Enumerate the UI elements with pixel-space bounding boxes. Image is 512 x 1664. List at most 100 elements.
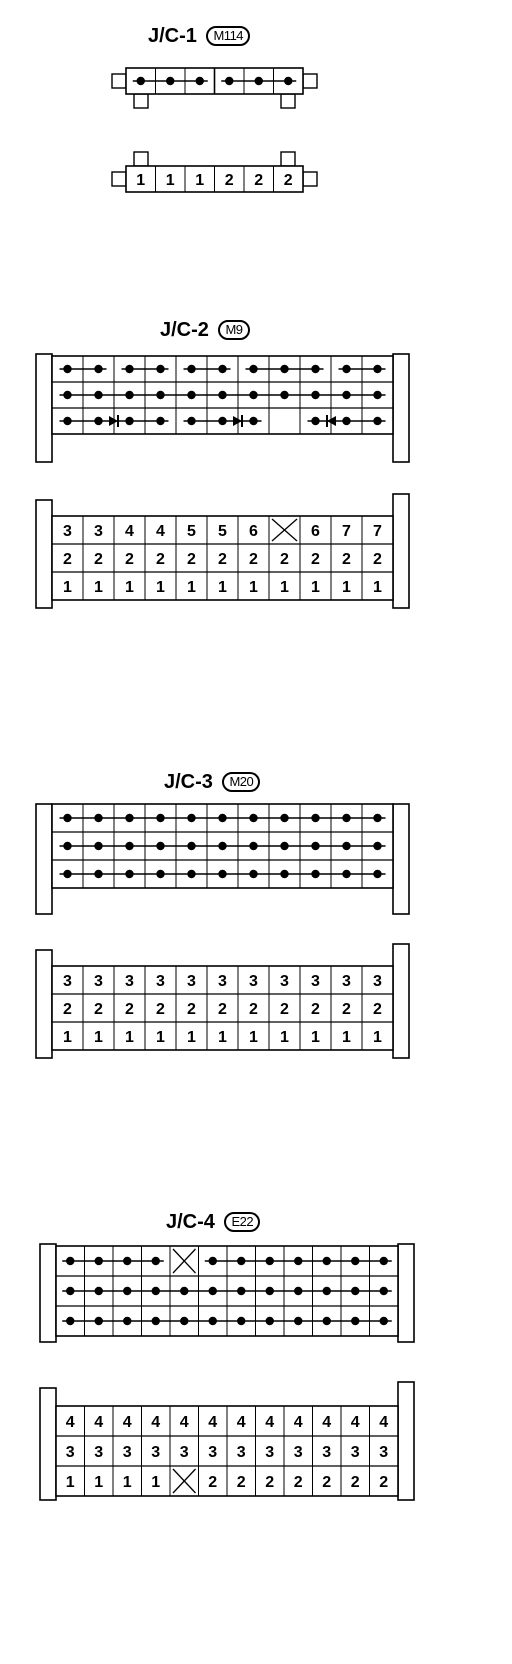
jc4-terminal-number: 3 [123,1444,132,1461]
jc2-terminal-number: 1 [249,579,258,596]
jc3-terminal-dot [342,813,351,823]
jc3-left-latch [35,949,53,1059]
jc1-upper-lock [133,151,149,167]
jc4-terminal-dot [322,1316,331,1326]
jc1-left-latch [111,73,127,89]
jc2-terminal-dot [218,416,227,426]
jc3-terminal-number: 1 [187,1029,196,1046]
jc2-right-latch [392,493,410,609]
jc2-terminal-number: 1 [373,579,382,596]
jc3-terminal-dot [156,813,165,823]
jc4-terminal-number: 4 [180,1414,189,1431]
jc3-terminal-dot [373,813,382,823]
jc2-terminal-dot [218,364,227,374]
jc3-terminal-number: 1 [311,1029,320,1046]
jc3-terminal-dot [342,841,351,851]
jc2-terminal-dot [125,416,134,426]
jc4-terminal-number: 3 [322,1444,331,1461]
jc2-terminal-number: 7 [373,523,382,540]
jc4-terminal-dot [151,1286,160,1296]
jc2-terminal-number: 3 [63,523,72,540]
jc2-blank-cross [271,518,298,542]
jc4-terminal-number: 4 [351,1414,360,1431]
jc1-terminal-dot [166,76,175,86]
jc4-terminal-number: 3 [265,1444,274,1461]
jc3-terminal-dot [280,813,289,823]
jc4-terminal-dot [180,1316,189,1326]
jc3-terminal-number: 2 [218,1001,227,1018]
jc2-terminal-number: 2 [218,551,227,568]
jc4-name: J/C-4 [166,1211,215,1233]
jc2-terminal-dot [218,390,227,400]
jc4-terminal-number: 3 [237,1444,246,1461]
jc3-terminal-number: 1 [249,1029,258,1046]
jc2-left-latch [35,499,53,609]
jc3-terminal-dot [156,869,165,879]
jc4-terminal-number: 3 [180,1444,189,1461]
jc4-terminal-number: 3 [94,1444,103,1461]
jc2-terminal-dot [156,416,165,426]
jc3-terminal-dot [311,813,320,823]
jc2-terminal-number: 1 [342,579,351,596]
jc4-terminal-dot [208,1286,217,1296]
jc1-terminal-number: 2 [254,172,263,189]
jc2-terminal-number: 2 [187,551,196,568]
jc4-terminal-number: 3 [379,1444,388,1461]
jc4-terminal-number: 2 [237,1474,246,1491]
jc3-terminal-number: 1 [156,1029,165,1046]
jc2-terminal-number: 2 [63,551,72,568]
jc2-terminal-dot [342,364,351,374]
jc1-terminal-number: 1 [166,172,175,189]
jc4-terminal-number: 4 [294,1414,303,1431]
jc2-terminal-number: 6 [311,523,320,540]
jc3-wiring-diagram [35,803,410,915]
jc3-terminal-dot [249,841,258,851]
jc1-wiring-diagram [111,67,318,109]
jc2-terminal-number: 2 [94,551,103,568]
jc3-terminal-dot [125,869,134,879]
jc3-terminal-dot [94,869,103,879]
jc4-terminal-number: 3 [294,1444,303,1461]
jc2-terminal-number: 2 [125,551,134,568]
jc4-terminal-dot [180,1286,189,1296]
jc2-terminal-dot [342,416,351,426]
jc3-terminal-dot [218,869,227,879]
jc3-terminal-number: 1 [280,1029,289,1046]
jc3-terminal-number: 1 [125,1029,134,1046]
jc3-terminal-dot [311,841,320,851]
jc3-terminal-dot [187,869,196,879]
jc2-terminal-dot [94,364,103,374]
jc2-terminal-dot [125,364,134,374]
jc4-terminal-dot [265,1256,274,1266]
jc3-terminal-number: 2 [311,1001,320,1018]
jc3-terminal-number: 2 [187,1001,196,1018]
jc4-blank-cross [172,1248,196,1274]
jc1-right-latch [302,171,318,187]
jc2-diode [233,416,242,426]
jc3-terminal-number: 2 [156,1001,165,1018]
jc2-terminal-number: 2 [342,551,351,568]
jc4-left-latch [39,1243,57,1343]
jc4-terminal-dot [265,1316,274,1326]
jc4-terminal-number: 1 [66,1474,75,1491]
jc3-terminal-number: 3 [94,973,103,990]
jc4-terminal-number: 2 [208,1474,217,1491]
jc4-right-latch [397,1243,415,1343]
jc2-terminal-number: 6 [249,523,258,540]
jc4-terminal-dot [123,1256,132,1266]
jc2-diode [109,416,118,426]
jc4-terminal-dot [379,1286,388,1296]
jc3-terminal-number: 3 [125,973,134,990]
jc3-terminal-dot [63,841,72,851]
jc3-terminal-dot [249,869,258,879]
jc3-terminal-dot [63,813,72,823]
jc2-terminal-number: 2 [373,551,382,568]
jc2-terminal-number: 2 [156,551,165,568]
jc1-terminal-number: 2 [225,172,234,189]
jc2-terminal-number: 1 [94,579,103,596]
jc4-terminal-number: 3 [208,1444,217,1461]
jc4-wiring-diagram [39,1243,415,1343]
jc3-terminal-dot [373,869,382,879]
jc2-terminal-dot [187,390,196,400]
jc2-terminal-number: 1 [280,579,289,596]
